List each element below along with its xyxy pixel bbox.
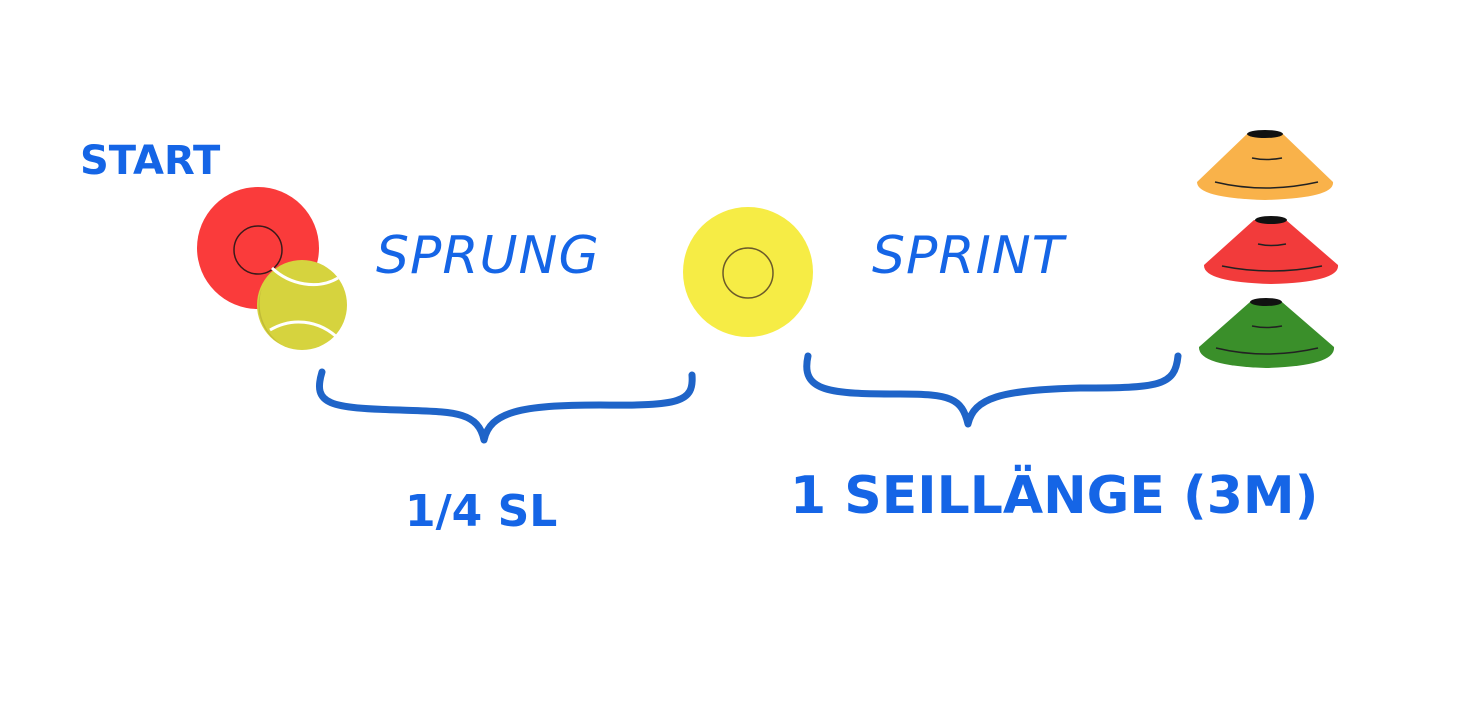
quarter-length-label: 1/4 SL <box>405 486 558 537</box>
red-cone-icon <box>1203 216 1339 284</box>
sprint-label: SPRINT <box>872 226 1065 286</box>
start-label: START <box>80 138 221 184</box>
orange-cone-icon <box>1197 130 1334 200</box>
tennis-ball-icon <box>257 260 347 350</box>
jump-label: SPRUNG <box>376 226 600 286</box>
brace-rope <box>803 352 1182 428</box>
brace-quarter <box>315 368 696 444</box>
rope-length-label: 1 SEILLÄNGE (3M) <box>790 466 1319 526</box>
green-cone-icon <box>1198 298 1335 368</box>
midpoint-marker <box>683 207 813 337</box>
